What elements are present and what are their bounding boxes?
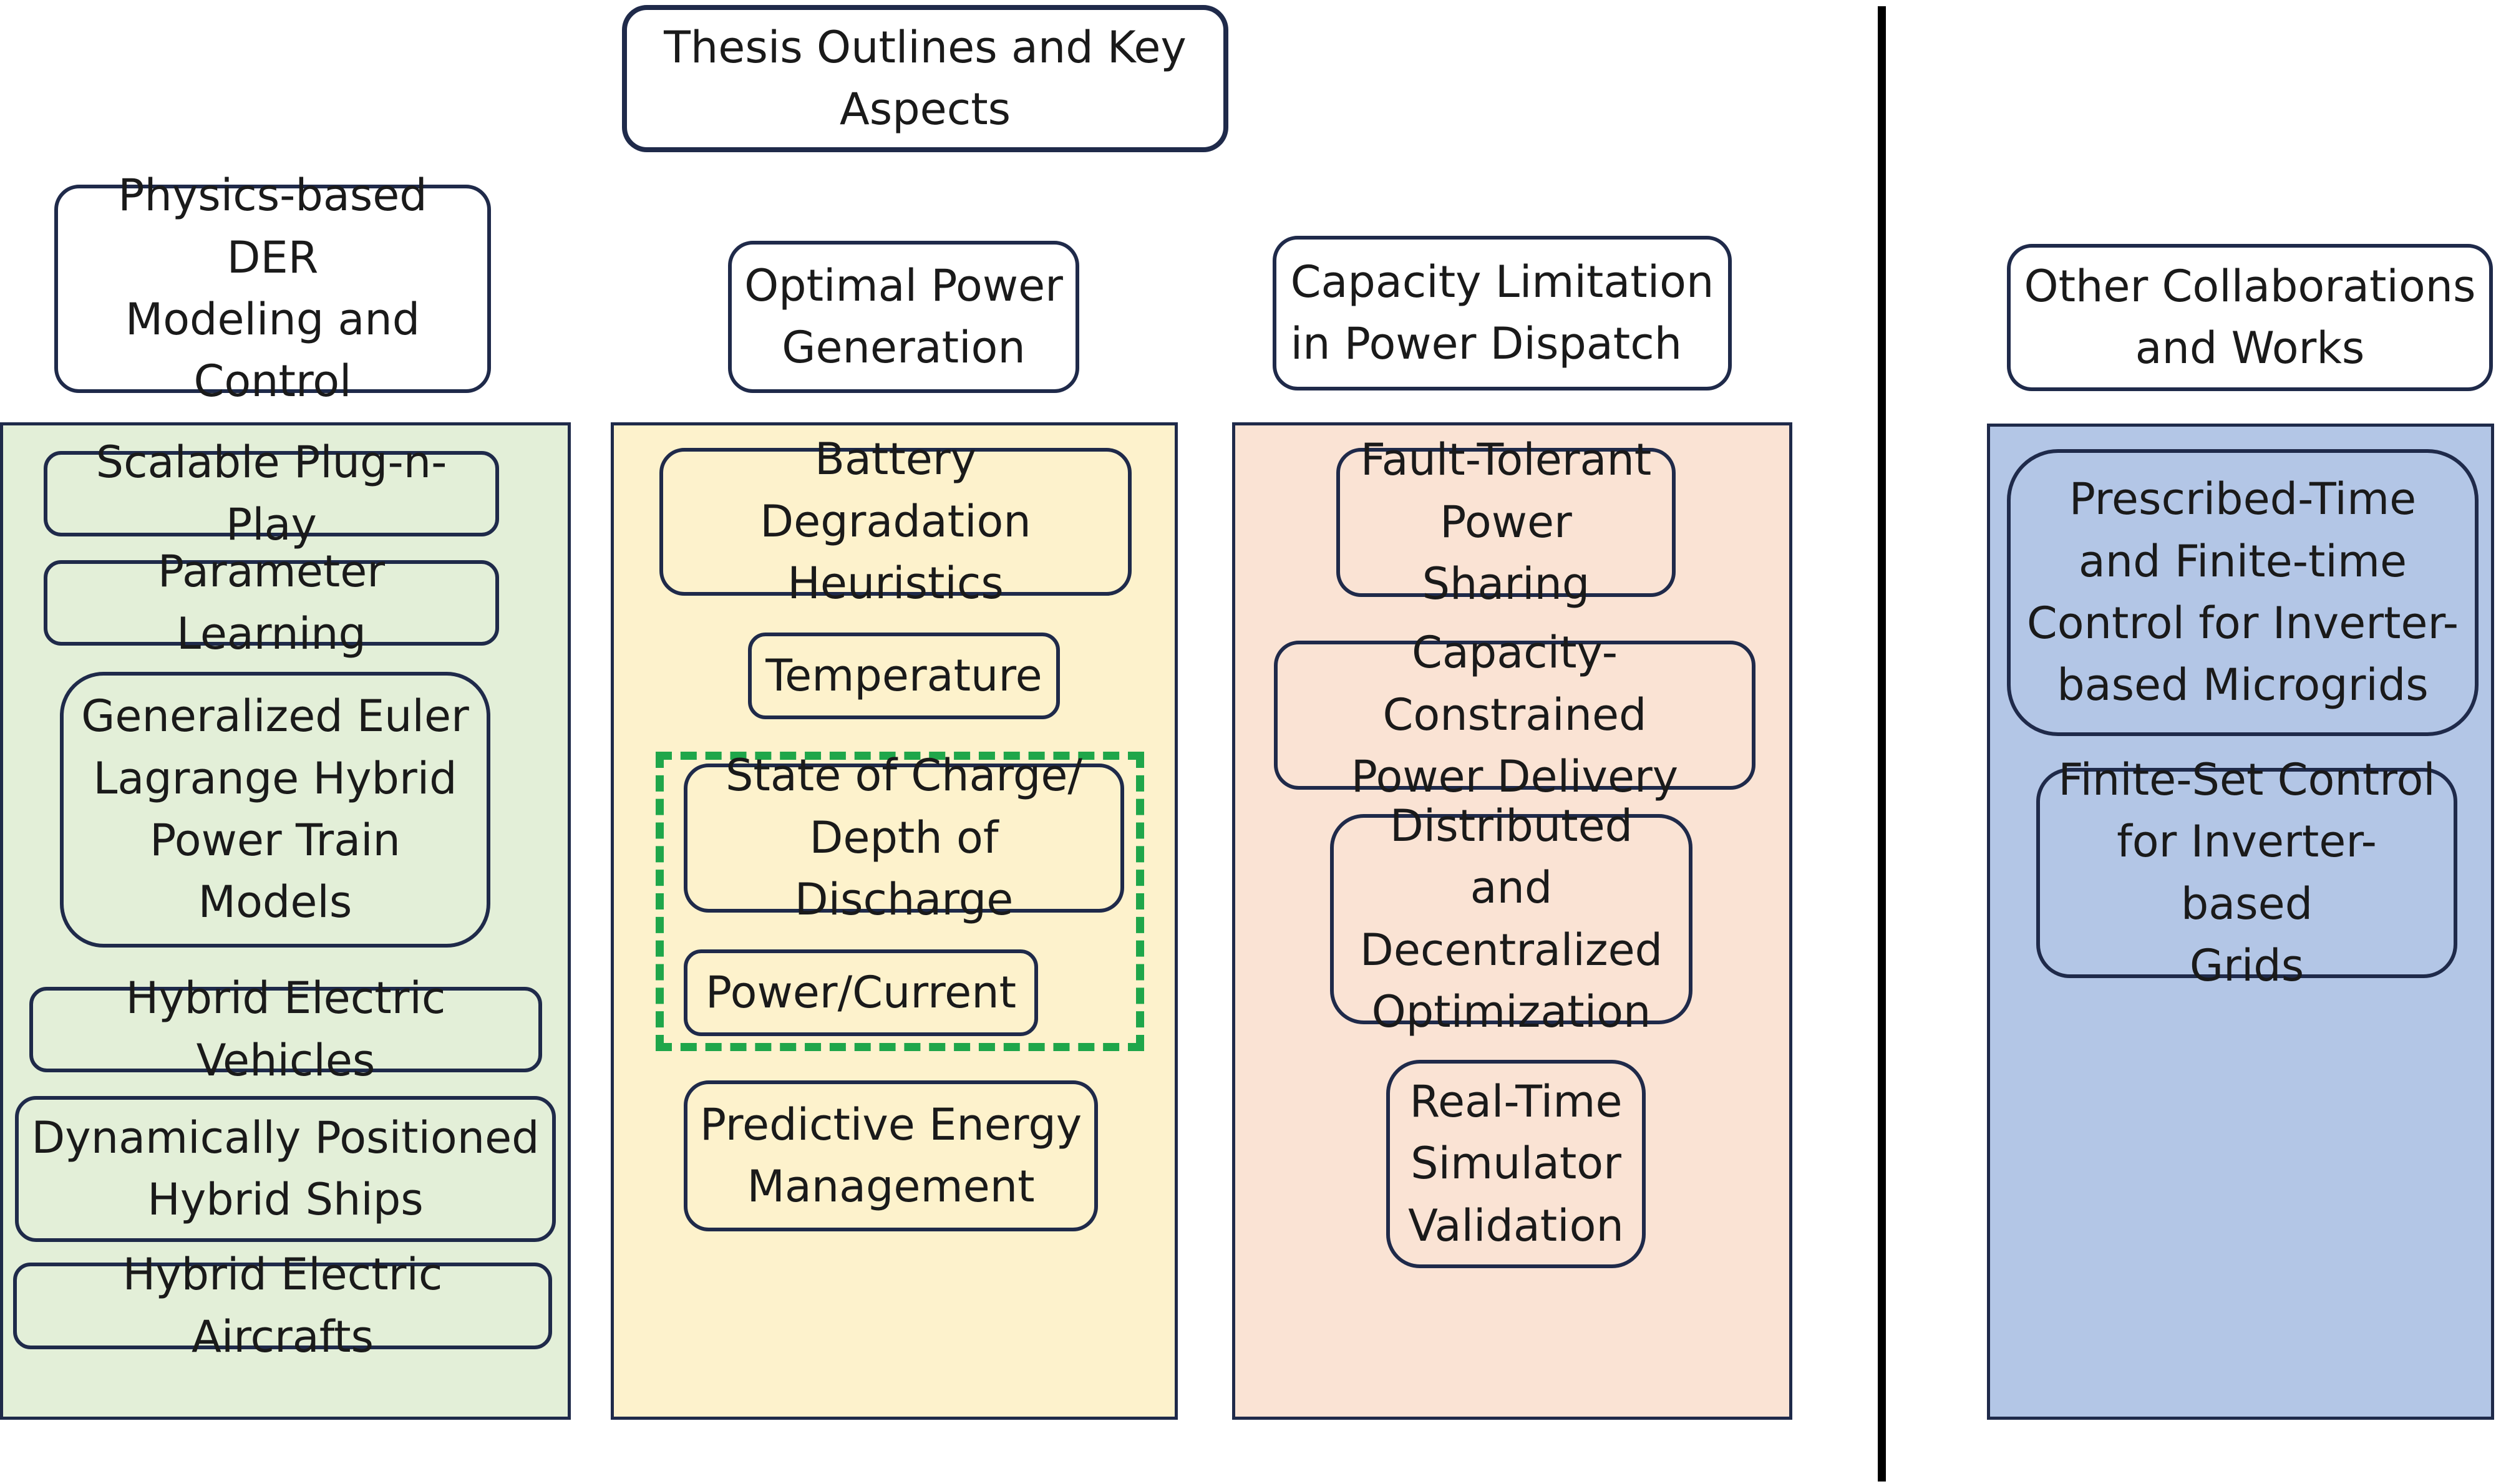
item-hybrid-electric-vehicles: Hybrid Electric Vehicles — [29, 972, 542, 1086]
column-header-der-modeling: Physics-based DER Modeling and Control — [54, 170, 491, 407]
item-prescribed-time-control: Prescribed-Time and Finite-time Control … — [2007, 449, 2479, 736]
item-dynamically-positioned-ships: Dynamically Positioned Hybrid Ships — [15, 1096, 556, 1242]
item-finite-set-control: Finite-Set Control for Inverter-based Gr… — [2036, 754, 2457, 991]
item-predictive-energy-management: Predictive Energy Management — [684, 1080, 1098, 1231]
item-temperature: Temperature — [748, 633, 1060, 719]
item-euler-lagrange-models: Generalized Euler Lagrange Hybrid Power … — [60, 672, 490, 948]
item-real-time-simulator: Real-Time Simulator Validation — [1386, 1060, 1646, 1268]
column-header-other-works: Other Collaborations and Works — [2007, 244, 2493, 391]
item-scalable-plug-n-play: Scalable Plug-n-Play — [44, 437, 499, 550]
column-header-optimal-power: Optimal Power Generation — [728, 241, 1079, 393]
item-battery-degradation: Battery Degradation Heuristics — [659, 434, 1132, 609]
item-parameter-learning: Parameter Learning — [44, 546, 499, 659]
diagram-title: Thesis Outlines and Key Aspects — [622, 5, 1228, 152]
item-state-of-charge: State of Charge/ Depth of Discharge — [684, 750, 1124, 925]
column-header-capacity-limitation: Capacity Limitation in Power Dispatch — [1273, 236, 1732, 390]
item-capacity-constrained-delivery: Capacity-Constrained Power Delivery — [1274, 627, 1755, 802]
item-fault-tolerant-sharing: Fault-Tolerant Power Sharing — [1336, 434, 1676, 609]
dashed-group-soc-power — [656, 752, 1144, 1051]
item-distributed-optimization: Distributed and Decentralized Optimizati… — [1330, 800, 1692, 1037]
vertical-divider — [1878, 6, 1886, 1482]
item-hybrid-electric-aircrafts: Hybrid Electric Aircrafts — [13, 1249, 552, 1362]
item-power-current: Power/Current — [684, 949, 1038, 1036]
